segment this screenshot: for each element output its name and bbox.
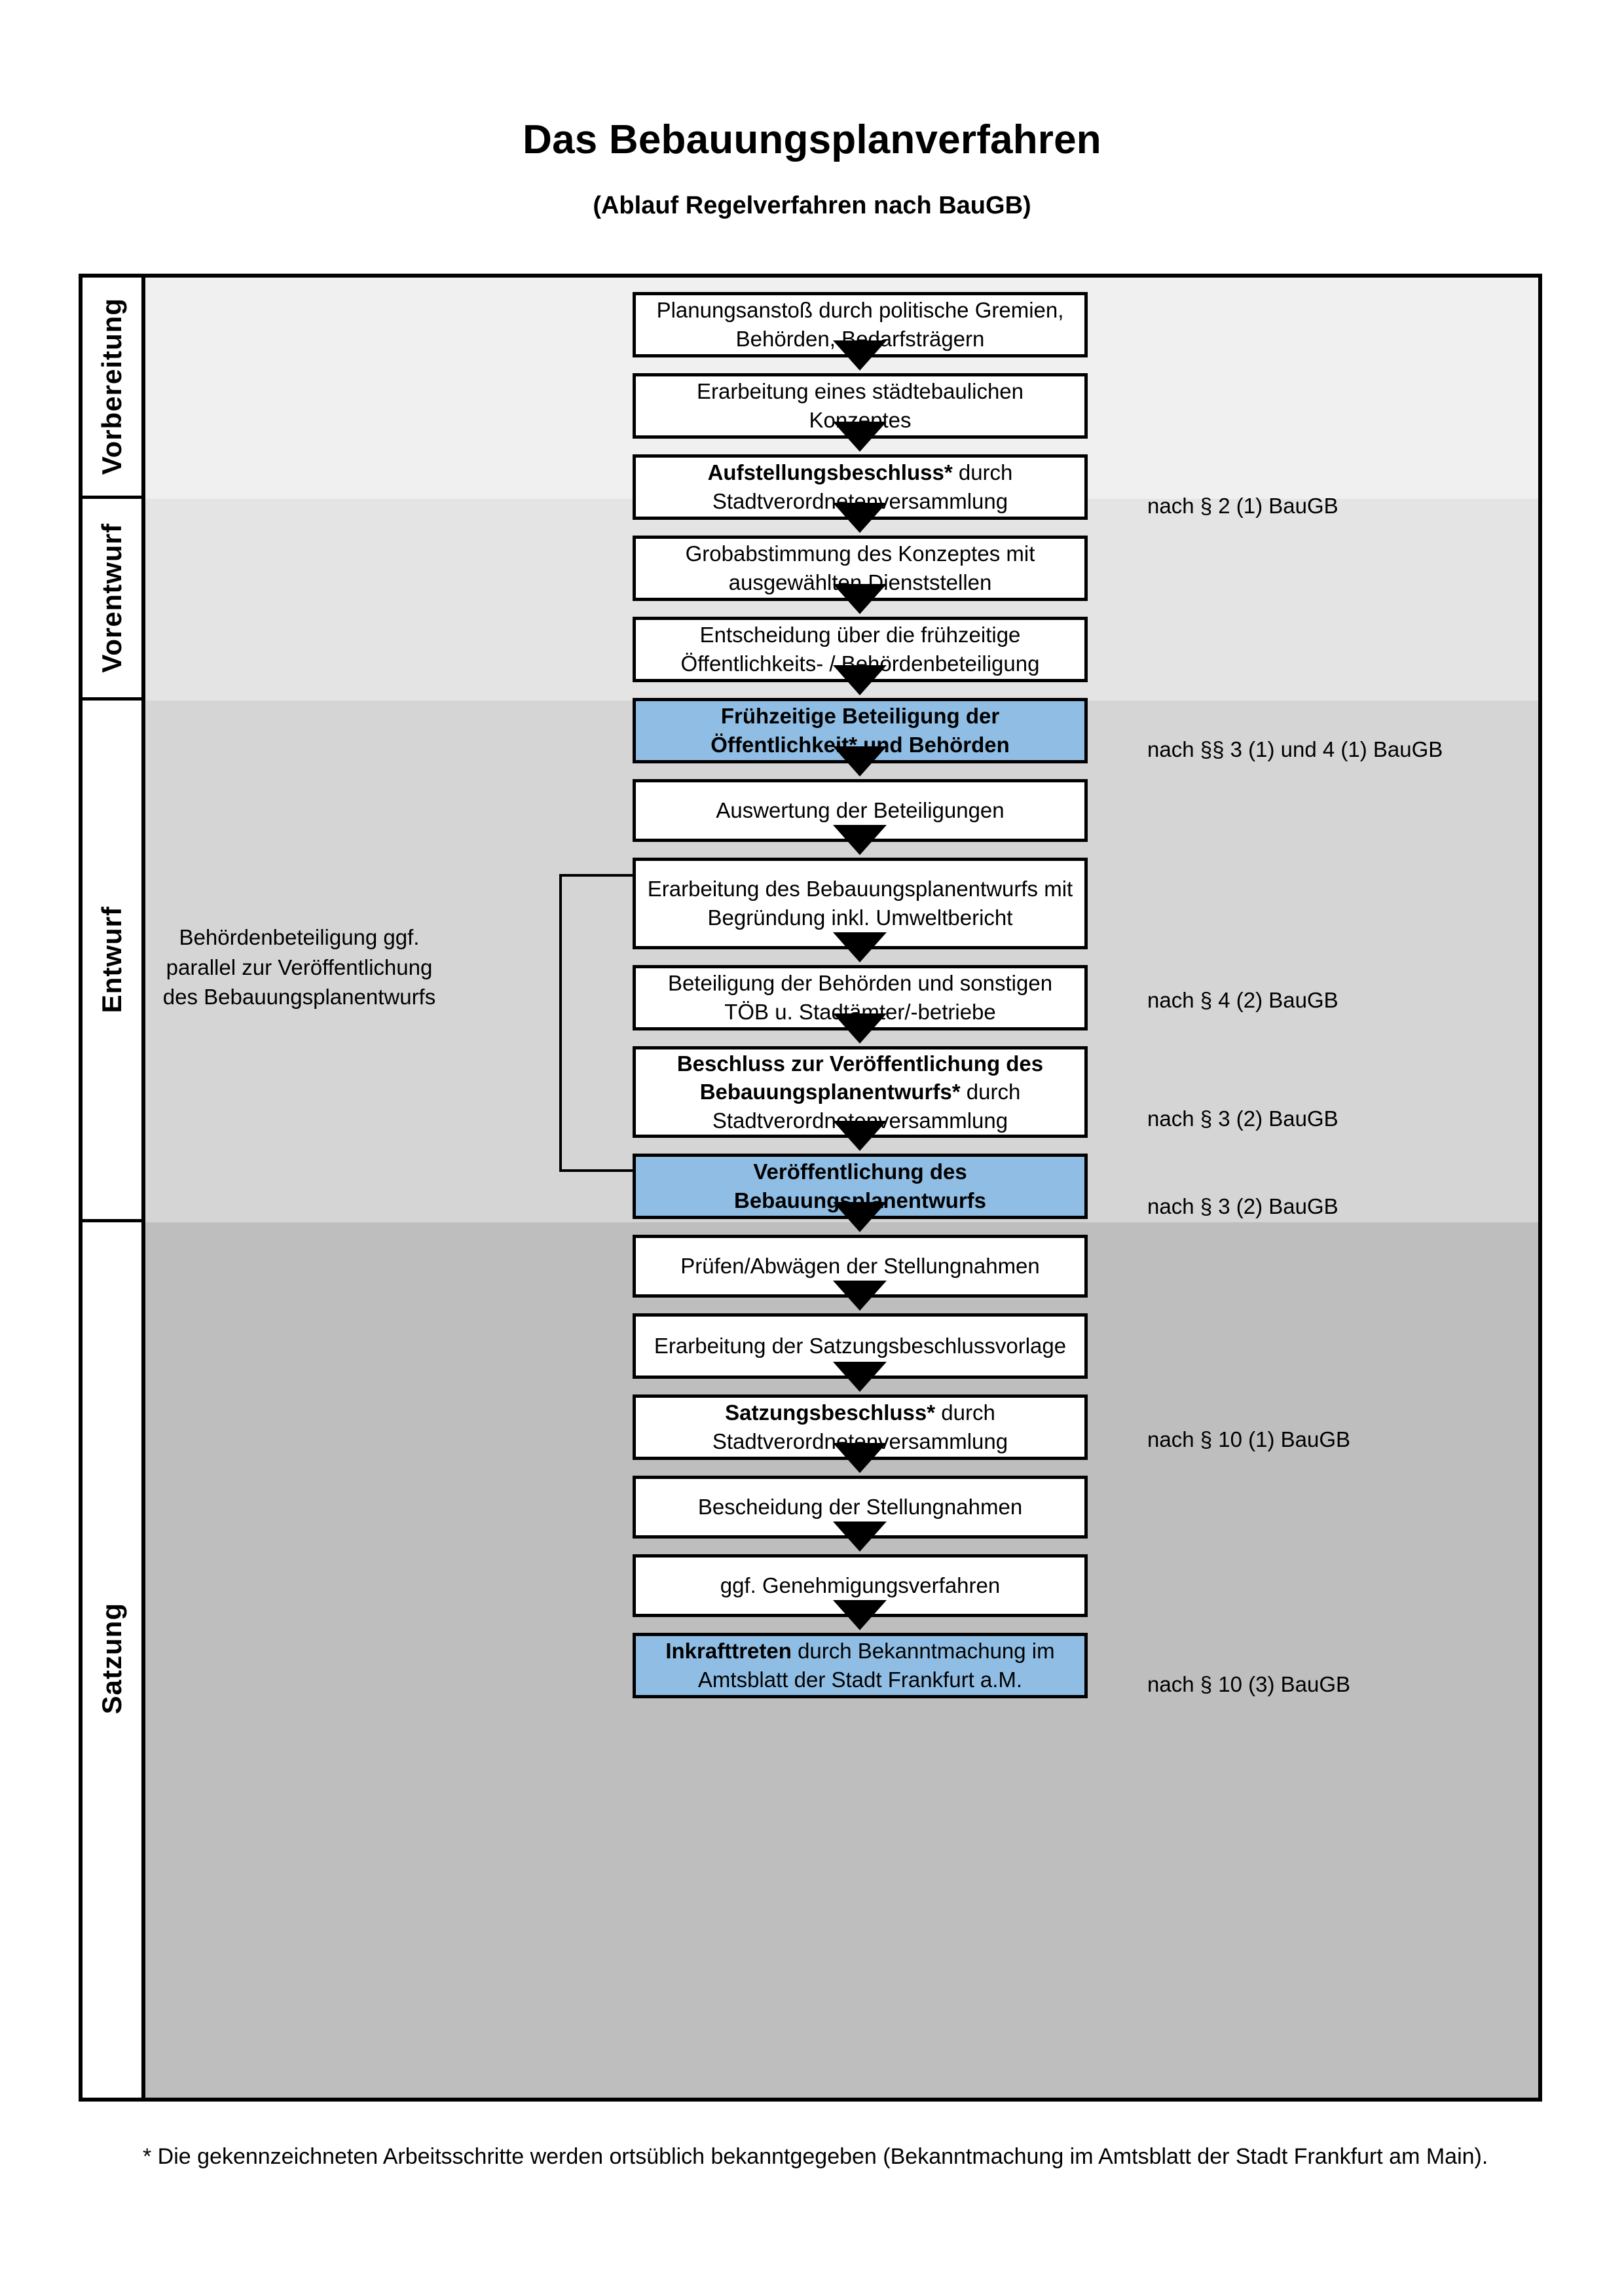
phase-bands: Behördenbeteiligung ggf. parallel zur Ve… <box>145 278 1538 2098</box>
phase-label-text: Vorentwurf <box>96 523 127 673</box>
footnote: * Die gekennzeichneten Arbeitsschritte w… <box>143 2140 1538 2174</box>
phase-label-text: Entwurf <box>96 906 127 1013</box>
page-title: Das Bebauungsplanverfahren <box>523 117 1101 162</box>
page-header: Das Bebauungsplanverfahren (Ablauf Regel… <box>0 0 1624 220</box>
process-diagram: Vorbereitung Vorentwurf Entwurf Satzung … <box>79 274 1542 2102</box>
band-vorbereitung <box>145 278 1538 499</box>
band-vorentwurf <box>145 499 1538 701</box>
phase-label-text: Vorbereitung <box>96 298 127 475</box>
band-satzung <box>145 1222 1538 2098</box>
page-subtitle: (Ablauf Regelverfahren nach BauGB) <box>593 192 1031 219</box>
phase-label-vorbereitung: Vorbereitung <box>83 278 141 499</box>
phase-label-satzung: Satzung <box>83 1222 141 2095</box>
band-entwurf <box>145 701 1538 1222</box>
phase-label-entwurf: Entwurf <box>83 701 141 1222</box>
phase-label-rail: Vorbereitung Vorentwurf Entwurf Satzung <box>83 278 145 2098</box>
phase-label-text: Satzung <box>96 1603 127 1715</box>
footnote-text: * Die gekennzeichneten Arbeitsschritte w… <box>143 2144 1488 2169</box>
phase-label-vorentwurf: Vorentwurf <box>83 499 141 701</box>
